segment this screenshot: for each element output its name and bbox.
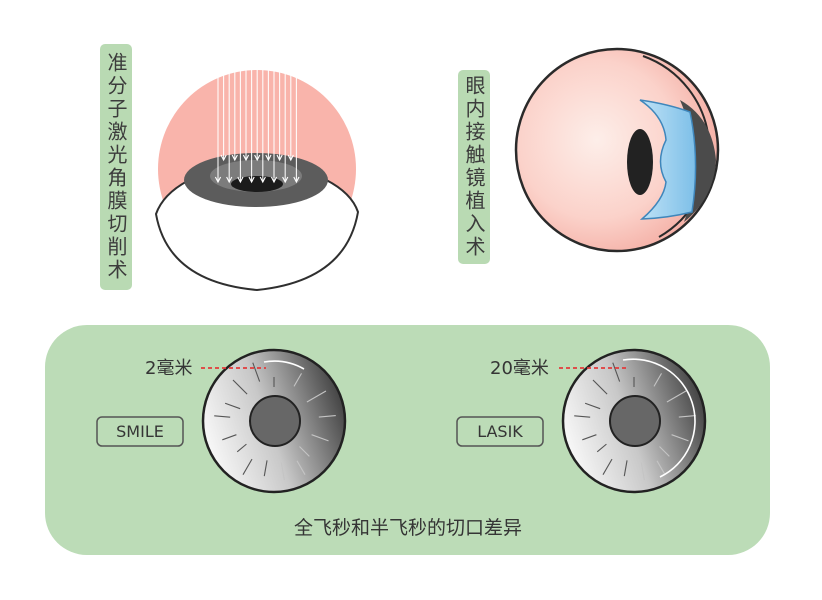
laser-arrowhead [237,176,244,184]
smile-tag [96,416,184,447]
icl-label: 眼内接触镜植入术 [458,70,490,264]
iris-fiber [236,443,247,453]
smile-incision-length: 2毫米 [145,358,192,379]
smile-tag-label: SMILE [116,422,164,441]
smile-cornea-illustration [201,348,347,494]
iris-fiber [623,460,628,477]
iris [249,395,301,447]
lasik-cornea-illustration [561,348,707,494]
iris-fiber [293,373,302,387]
iris-fiber [252,362,261,382]
iris-fiber [311,434,329,442]
iris-fiber [263,460,268,477]
iris-fiber [299,446,310,457]
iris-fiber [592,379,608,395]
icl-eye-illustration [514,47,720,253]
iris-fiber [296,460,306,475]
laser-arrowhead [293,176,300,184]
implantable-lens [639,99,697,220]
incision-arc [622,358,696,478]
lasik-tag [456,416,544,447]
laser-arrowhead [276,154,283,162]
iris-fiber [582,434,597,441]
iris-fiber [666,390,687,403]
lasik-tag-label: LASIK [477,422,523,441]
laser-arrowhead [226,176,233,184]
iris-fiber [318,415,336,418]
iris-fiber [653,373,662,387]
iris-fiber [574,415,591,418]
laser-beams [214,70,300,184]
iris-fiber [214,415,231,418]
iris-fiber [584,402,601,410]
iris-fiber [678,415,696,418]
iris-fiber [656,460,666,475]
excimer-eye-illustration [154,70,360,292]
comparison-caption: 全飞秒和半飞秒的切口差异 [294,517,522,539]
iris-fiber [232,379,248,395]
iris [609,395,661,447]
lasik-incision-length: 20毫米 [490,358,549,379]
laser-arrowhead [220,154,227,162]
laser-arrowhead [259,176,266,184]
iris-fiber [602,458,613,475]
iris-fiber [659,446,670,457]
excimer-laser-label-text: 准分子激光角膜切削术 [104,52,128,282]
icl-label-text: 眼内接触镜植入术 [462,75,486,259]
laser-arrowhead [287,154,294,162]
pupil [231,176,283,192]
iris-fiber [280,462,285,481]
laser-arrowhead [248,176,255,184]
iris-fiber [306,390,327,403]
iris-fiber [224,402,241,410]
laser-arrowhead [270,176,278,184]
laser-arrowhead [231,154,238,162]
iris-fiber [612,362,621,382]
iris-fiber [640,462,645,481]
iris-block [680,100,716,222]
iris-fiber [242,458,253,475]
pupil [627,129,653,195]
laser-arrowhead [242,154,250,162]
iris-fiber [596,443,607,453]
laser-arrowhead [214,176,222,184]
laser-arrowhead [265,154,272,162]
incision-arc [263,360,305,370]
laser-arrowhead [254,154,261,162]
iris-fiber [671,434,689,442]
iris-fiber [222,434,237,441]
excimer-laser-label: 准分子激光角膜切削术 [100,44,132,290]
laser-arrowhead [282,176,289,184]
